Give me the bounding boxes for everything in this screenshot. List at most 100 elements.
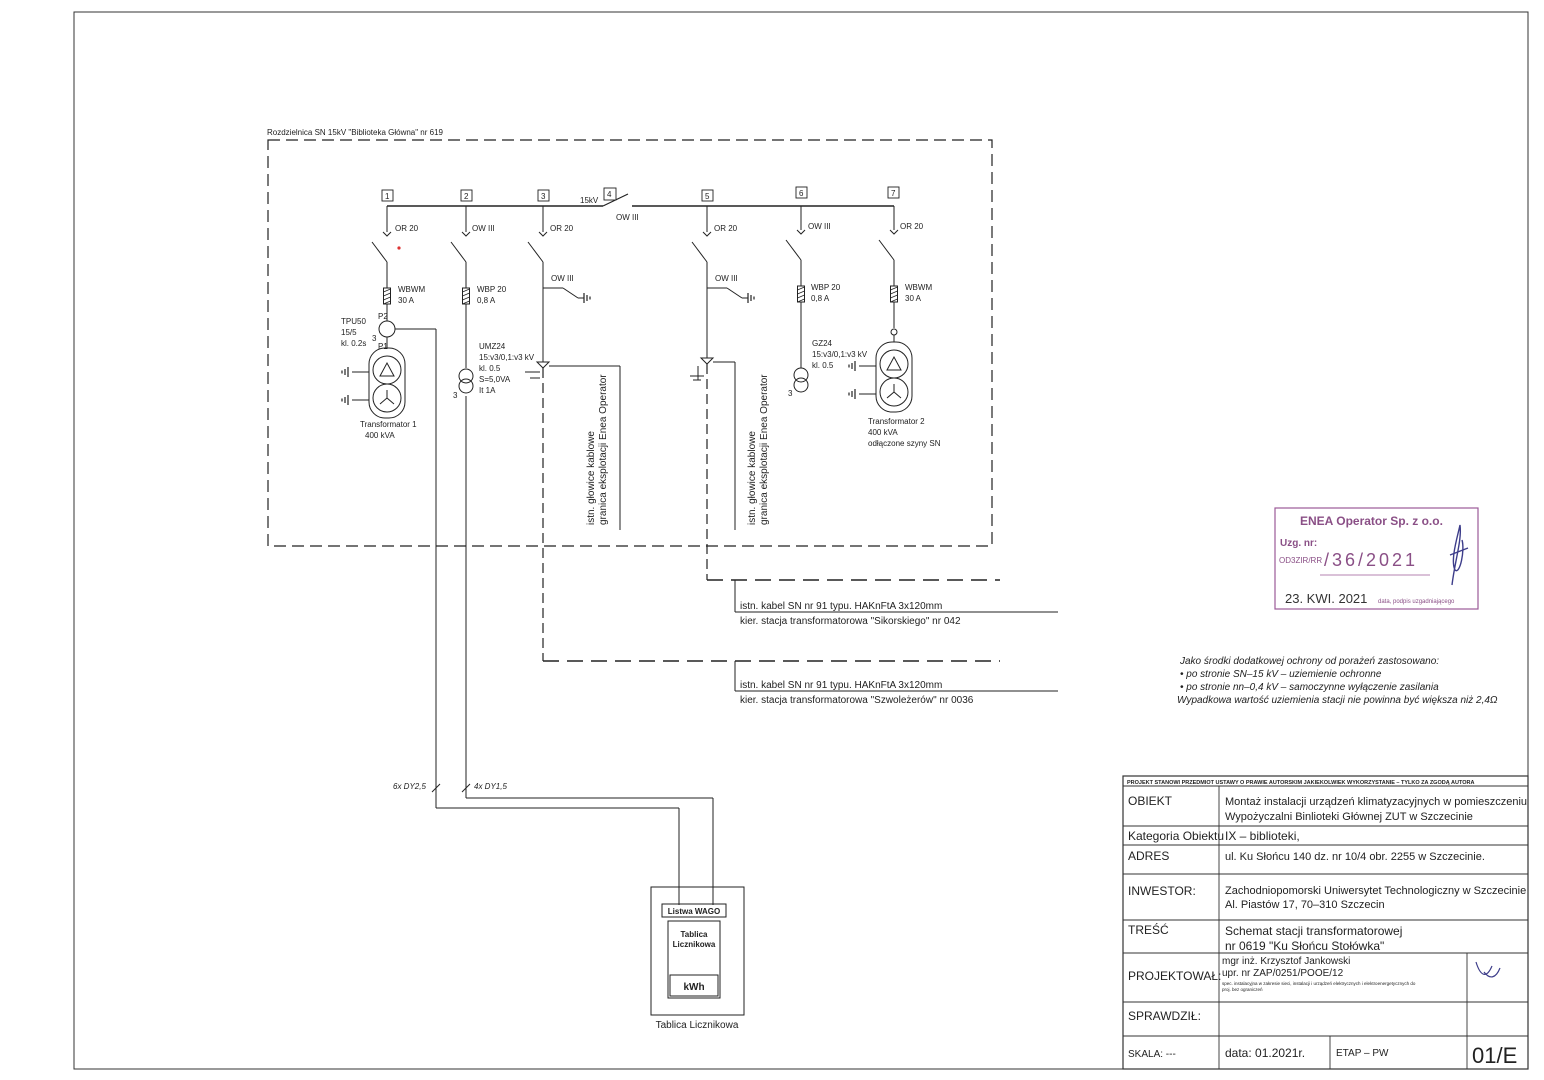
svg-text:Tablica: Tablica — [681, 930, 709, 939]
feeder-7: OR 20 WBWM 30 A Transformator 2 400 kVA … — [848, 206, 941, 448]
svg-text:Licznikowa: Licznikowa — [673, 940, 716, 949]
svg-text:OW III: OW III — [715, 274, 738, 283]
signature-icon — [1449, 524, 1469, 586]
feeder-number-6: 6 — [799, 189, 804, 198]
svg-text:0,8 A: 0,8 A — [811, 294, 830, 303]
svg-text:ul. Ku Słońcu 140 dz. nr 10/4: ul. Ku Słońcu 140 dz. nr 10/4 obr. 2255 … — [1225, 851, 1485, 863]
busbar: 15kV — [387, 196, 894, 207]
busbar-voltage: 15kV — [580, 196, 599, 205]
svg-text:GZ24: GZ24 — [812, 339, 833, 348]
svg-text:23. KWI. 2021: 23. KWI. 2021 — [1285, 591, 1367, 606]
svg-text:30 A: 30 A — [398, 296, 415, 305]
svg-text:Zachodniopomorski Uniwersytet: Zachodniopomorski Uniwersytet Technologi… — [1225, 885, 1526, 897]
title-block: PROJEKT STANOWI PRZEDMIOT USTAWY O PRAWI… — [1122, 775, 1529, 1070]
svg-text:15:v3/0,1:v3 kV: 15:v3/0,1:v3 kV — [812, 350, 868, 359]
svg-text:OR 20: OR 20 — [550, 224, 574, 233]
svg-text:spec. instalacyjna w zakresie: spec. instalacyjna w zakresie sieci, ins… — [1222, 981, 1416, 986]
current-transformer-icon — [378, 320, 396, 338]
svg-text:/36/2021: /36/2021 — [1324, 550, 1418, 570]
svg-text:istn. kabel SN nr 91 typu. HAK: istn. kabel SN nr 91 typu. HAKnFtA 3x120… — [740, 680, 942, 691]
svg-text:Wypadkowa wartość uziemienia s: Wypadkowa wartość uziemienia stacji nie … — [1177, 695, 1498, 706]
svg-text:3: 3 — [788, 389, 793, 398]
svg-text:OR 20: OR 20 — [395, 224, 419, 233]
feeder-3: OR 20 OW III istn. głowice kablowe grani… — [525, 206, 621, 548]
svg-text:data: 01.2021r.: data: 01.2021r. — [1225, 1046, 1305, 1060]
protection-notes: Jako środki dodatkowej ochrony od poraże… — [1177, 656, 1498, 706]
svg-text:P2: P2 — [378, 312, 388, 321]
svg-text:TPU50: TPU50 — [341, 317, 366, 326]
svg-text:400 kVA: 400 kVA — [868, 428, 898, 437]
feeder-number-5: 5 — [705, 192, 710, 201]
svg-text:Schemat stacji transformatorow: Schemat stacji transformatorowej — [1225, 924, 1402, 938]
svg-text:nr 0619 "Ku Słońcu Stołówka": nr 0619 "Ku Słońcu Stołówka" — [1225, 939, 1384, 953]
svg-text:OD3ZIR/RR: OD3ZIR/RR — [1279, 556, 1322, 565]
transformer-1-icon — [341, 347, 406, 419]
feeder-number-1: 1 — [385, 192, 390, 201]
feeder-2: OW III WBP 20 0,8 A 3 UMZ24 15:v3/0,1:v3… — [450, 206, 535, 400]
svg-text:It 1A: It 1A — [479, 386, 496, 395]
approval-stamp: ENEA Operator Sp. z o.o. Uzg. nr: OD3ZIR… — [1274, 507, 1479, 610]
feeder-number-4: 4 — [607, 190, 612, 199]
svg-text:kWh: kWh — [683, 982, 704, 993]
svg-text:granica eksplotacji Enea Opera: granica eksplotacji Enea Operator — [598, 374, 609, 525]
drawing-frame — [73, 11, 1529, 1070]
svg-text:15/5: 15/5 — [341, 328, 357, 337]
designer-signature-icon — [1475, 961, 1501, 978]
feeder-number-7: 7 — [891, 189, 896, 198]
voltage-transformer-icon — [458, 368, 474, 394]
svg-text:mgr inż. Krzysztof Jankowski: mgr inż. Krzysztof Jankowski — [1222, 956, 1350, 967]
svg-text:kier. stacja transformatorowa: kier. stacja transformatorowa "Szwoleżer… — [740, 695, 974, 706]
svg-text:kl. 0.5: kl. 0.5 — [812, 361, 834, 370]
cable-szwolezerow: istn. kabel SN nr 91 typu. HAKnFtA 3x120… — [542, 548, 1058, 706]
cable-head-note-1: istn. głowice kablowe — [586, 431, 597, 525]
svg-text:Transformator 1: Transformator 1 — [360, 420, 417, 429]
svg-text:Listwa WAGO: Listwa WAGO — [668, 907, 720, 916]
svg-text:data, podpis uzgadniającego: data, podpis uzgadniającego — [1378, 599, 1455, 605]
feeder-numbers: 1 2 3 5 6 7 — [381, 186, 900, 202]
svg-text:• po stronie nn–0,4 kV – samoc: • po stronie nn–0,4 kV – samoczynne wyłą… — [1180, 682, 1439, 693]
svg-text:Wypożyczalni Binlioteki Główne: Wypożyczalni Binlioteki Głównej ZUT w Sz… — [1225, 811, 1473, 823]
meter-wiring: 6x DY2,5 4x DY1,5 — [393, 328, 714, 905]
svg-text:WBWM: WBWM — [398, 285, 425, 294]
svg-text:PROJEKTOWAŁ:: PROJEKTOWAŁ: — [1128, 969, 1221, 983]
svg-text:Transformator 2: Transformator 2 — [868, 417, 925, 426]
feeder-1: OR 20 WBWM 30 A TPU50 15/5 kl. 0.2s P2 P… — [341, 206, 425, 440]
svg-text:ENEA Operator Sp. z o.o.: ENEA Operator Sp. z o.o. — [1300, 514, 1443, 528]
svg-text:OW III: OW III — [551, 274, 574, 283]
svg-text:Uzg. nr:: Uzg. nr: — [1280, 538, 1317, 549]
feeder-6: OW III WBP 20 0,8 A 3 GZ24 15:v3/0,1:v3 … — [785, 206, 868, 398]
svg-text:Kategoria Obiektu: Kategoria Obiektu — [1128, 829, 1224, 843]
svg-text:3: 3 — [372, 334, 377, 343]
feeder-number-2: 2 — [464, 192, 469, 201]
svg-text:OW III: OW III — [808, 222, 831, 231]
svg-text:TREŚĆ: TREŚĆ — [1128, 922, 1169, 937]
svg-text:6x DY2,5: 6x DY2,5 — [393, 782, 426, 791]
svg-text:400 kVA: 400 kVA — [365, 431, 395, 440]
svg-text:SKALA: ---: SKALA: --- — [1128, 1049, 1176, 1060]
kwh-meter — [669, 974, 719, 997]
svg-text:proj. bez ograniczeń: proj. bez ograniczeń — [1222, 987, 1263, 992]
wago-strip — [661, 903, 727, 918]
svg-text:Al. Piastów 17, 70–310 Szczeci: Al. Piastów 17, 70–310 Szczecin — [1225, 899, 1385, 911]
svg-text:OW III: OW III — [472, 224, 495, 233]
svg-text:Tablica Licznikowa: Tablica Licznikowa — [656, 1020, 739, 1031]
svg-text:3: 3 — [453, 391, 458, 400]
svg-text:Jako środki dodatkowej ochrony: Jako środki dodatkowej ochrony od poraże… — [1179, 656, 1439, 667]
svg-text:OR 20: OR 20 — [900, 222, 924, 231]
meter-panel: Listwa WAGO Tablica Licznikowa kWh Tabli… — [650, 886, 745, 1031]
svg-text:15:v3/0,1:v3 kV: 15:v3/0,1:v3 kV — [479, 353, 535, 362]
svg-text:granica eksplotacji Enea Opera: granica eksplotacji Enea Operator — [759, 374, 770, 525]
svg-text:4x DY1,5: 4x DY1,5 — [474, 782, 507, 791]
svg-text:INWESTOR:: INWESTOR: — [1128, 884, 1196, 898]
svg-text:WBP 20: WBP 20 — [477, 285, 507, 294]
svg-text:SPRAWDZIŁ:: SPRAWDZIŁ: — [1128, 1009, 1201, 1023]
svg-text:istn. kabel SN nr 91 typu. HAK: istn. kabel SN nr 91 typu. HAKnFtA 3x120… — [740, 601, 942, 612]
svg-text:• po stronie SN–15 kV – uziemi: • po stronie SN–15 kV – uziemienie ochro… — [1180, 669, 1382, 680]
transformer-2-icon — [848, 341, 913, 413]
svg-text:OBIEKT: OBIEKT — [1128, 794, 1173, 808]
svg-text:P1: P1 — [378, 342, 388, 351]
svg-text:Montaż instalacji urządzeń kli: Montaż instalacji urządzeń klimatyzacyjn… — [1225, 796, 1527, 808]
cable-head-note-2: istn. głowice kablowe — [747, 431, 758, 525]
voltage-transformer-icon-2 — [793, 367, 809, 393]
